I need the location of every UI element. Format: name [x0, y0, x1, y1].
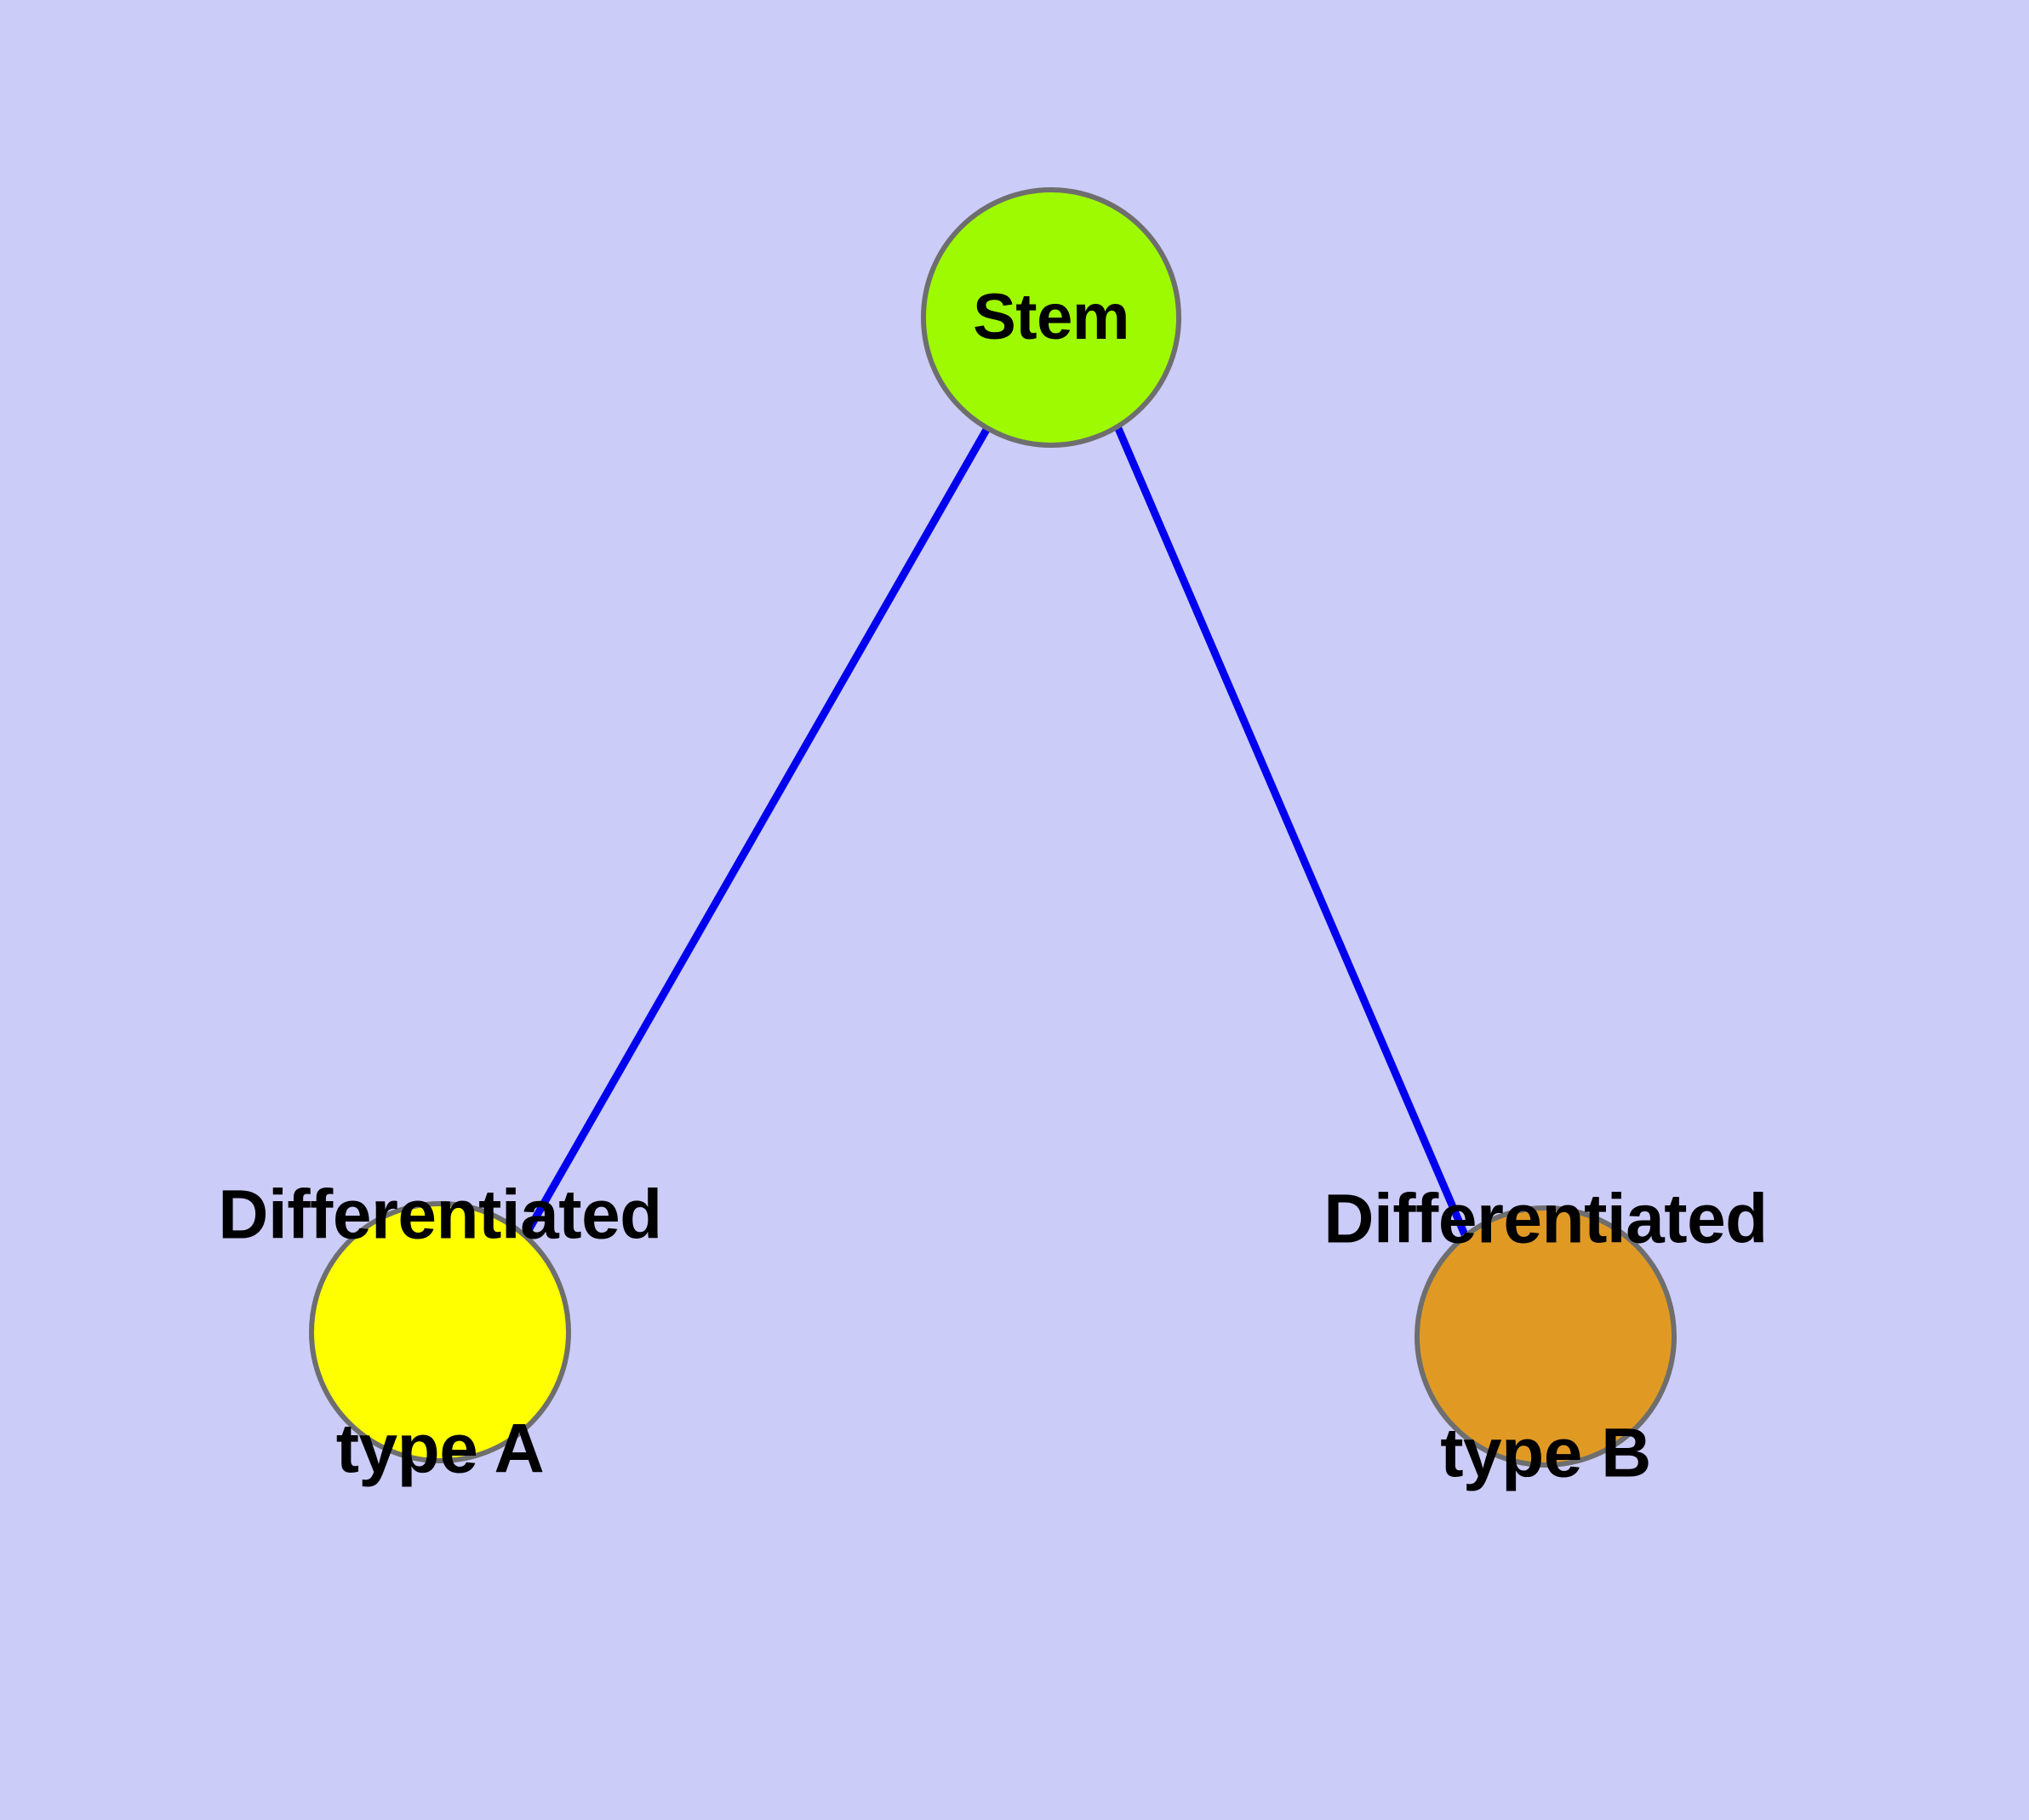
node-differentiated-type-b[interactable] [1415, 1205, 1677, 1468]
node-differentiated-type-a[interactable] [309, 1201, 571, 1463]
node-layer [309, 187, 1677, 1468]
edge-stem-to-diff-b [1113, 425, 1471, 1240]
edge-stem-to-diff-a [522, 426, 991, 1239]
edge-layer [522, 425, 1471, 1240]
node-stem[interactable] [921, 187, 1181, 448]
